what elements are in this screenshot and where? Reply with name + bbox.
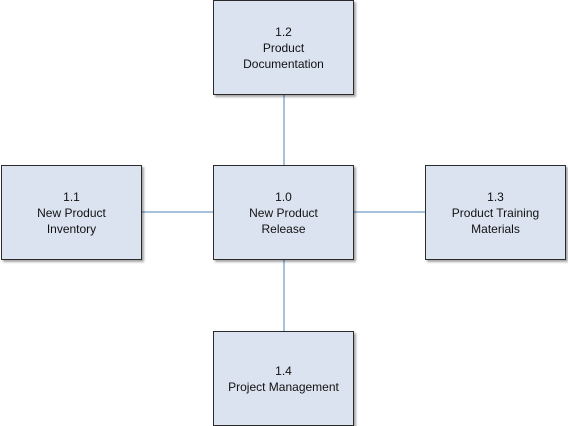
node-label-line1: Project Management	[228, 379, 339, 394]
node-label-line2: Inventory	[46, 221, 97, 236]
node-product-training-materials: 1.3 Product Training Materials	[425, 165, 566, 260]
node-label-line1: Product	[262, 40, 305, 55]
node-id: 1.2	[275, 24, 292, 39]
node-id: 1.3	[487, 189, 504, 204]
node-label-line1: New Product	[249, 205, 318, 220]
node-label-line1: Product Training	[451, 205, 540, 220]
node-label-line1: New Product	[37, 205, 106, 220]
node-label-line2: Materials	[471, 221, 520, 236]
node-product-documentation: 1.2 Product Documentation	[213, 0, 354, 95]
node-id: 1.0	[275, 189, 292, 204]
node-id: 1.1	[63, 189, 80, 204]
node-id: 1.4	[275, 363, 292, 378]
node-label-line2: Documentation	[243, 56, 324, 71]
node-project-management: 1.4 Project Management	[213, 331, 354, 426]
node-new-product-release: 1.0 New Product Release	[213, 165, 354, 260]
node-label-line2: Release	[261, 221, 306, 236]
node-new-product-inventory: 1.1 New Product Inventory	[1, 165, 142, 260]
